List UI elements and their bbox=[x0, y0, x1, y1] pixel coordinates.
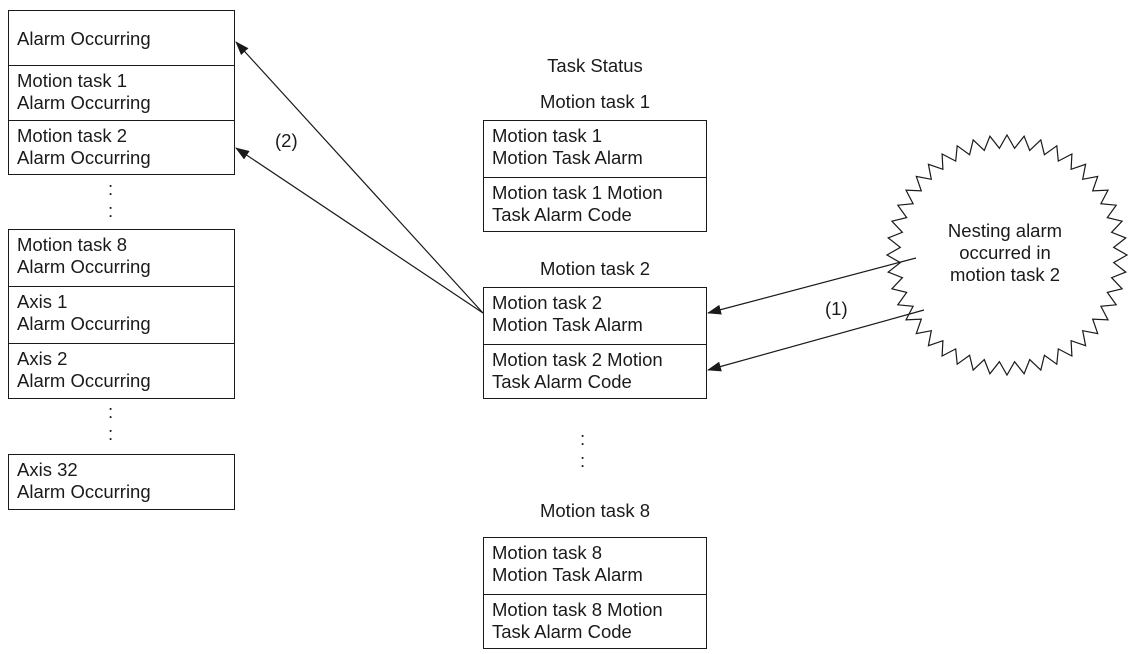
arrow-label-one: (1) bbox=[825, 298, 848, 319]
left-box-top: Alarm Occurring Motion task 1 Alarm Occu… bbox=[8, 10, 235, 175]
axis-32-alarm-occurring-cell: Axis 32 Alarm Occurring bbox=[17, 459, 151, 502]
task-status-title: Task Status bbox=[547, 55, 643, 76]
left-box-bottom: Axis 32 Alarm Occurring bbox=[8, 454, 235, 510]
motion-task-8-alarm-occurring-cell: Motion task 8 Alarm Occurring bbox=[17, 234, 151, 277]
axis-1-alarm-occurring-cell: Axis 1 Alarm Occurring bbox=[9, 286, 234, 343]
motion-task-8-alarm-code-cell: Motion task 8 Motion Task Alarm Code bbox=[484, 594, 706, 650]
motion-task-2-alarm-occurring-cell: Motion task 2 Alarm Occurring bbox=[9, 120, 234, 175]
motion-task-1-alarm-occurring-cell: Motion task 1 Alarm Occurring bbox=[9, 65, 234, 120]
task-status-ellipsis: : : bbox=[580, 428, 586, 471]
left-ellipsis-2: : : bbox=[108, 401, 114, 444]
motion-task-1-status-box: Motion task 1 Motion Task Alarm Motion t… bbox=[483, 120, 707, 232]
left-box-middle: Motion task 8 Alarm Occurring Axis 1 Ala… bbox=[8, 229, 235, 399]
nesting-alarm-text: Nesting alarm occurred in motion task 2 bbox=[947, 220, 1063, 285]
arrow-label-two: (2) bbox=[275, 130, 298, 151]
arrow-1-to-alarm-code bbox=[707, 309, 925, 372]
motion-task-2-motion-task-alarm-cell: Motion task 2 Motion Task Alarm bbox=[492, 292, 643, 335]
motion-task-2-heading: Motion task 2 bbox=[539, 258, 651, 279]
motion-task-2-status-box: Motion task 2 Motion Task Alarm Motion t… bbox=[483, 287, 707, 399]
arrow-2-to-motion-task-2-alarm bbox=[235, 147, 484, 314]
axis-2-alarm-occurring-cell: Axis 2 Alarm Occurring bbox=[9, 343, 234, 399]
arrow-2-to-alarm-occurring bbox=[235, 41, 484, 314]
motion-task-1-alarm-code-cell: Motion task 1 Motion Task Alarm Code bbox=[484, 177, 706, 233]
motion-task-8-status-box: Motion task 8 Motion Task Alarm Motion t… bbox=[483, 537, 707, 649]
motion-task-8-motion-task-alarm-cell: Motion task 8 Motion Task Alarm bbox=[492, 542, 643, 585]
motion-task-1-motion-task-alarm-cell: Motion task 1 Motion Task Alarm bbox=[492, 125, 643, 168]
motion-task-1-heading: Motion task 1 bbox=[539, 91, 651, 112]
arrow-1-to-motion-task-alarm bbox=[707, 257, 917, 315]
motion-task-8-heading: Motion task 8 bbox=[539, 500, 651, 521]
left-ellipsis-1: : : bbox=[108, 178, 114, 221]
motion-task-2-alarm-code-cell: Motion task 2 Motion Task Alarm Code bbox=[484, 344, 706, 400]
alarm-occurring-cell: Alarm Occurring bbox=[17, 28, 151, 49]
